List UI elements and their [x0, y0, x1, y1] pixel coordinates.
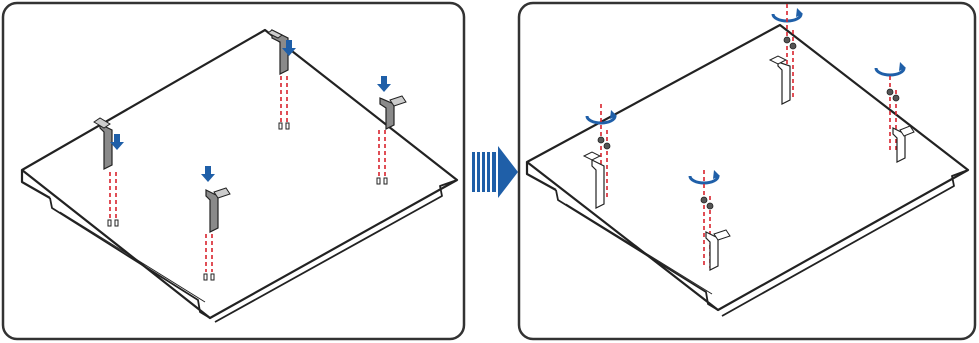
screw — [598, 137, 604, 143]
screw — [707, 203, 713, 209]
left-panel — [3, 3, 464, 339]
screw — [887, 89, 893, 95]
screw — [893, 95, 899, 101]
screw — [701, 197, 707, 203]
screw — [784, 37, 790, 43]
right-panel — [519, 3, 975, 339]
screw — [604, 143, 610, 149]
screw — [790, 43, 796, 49]
striped-arrow-right-icon — [472, 146, 518, 198]
